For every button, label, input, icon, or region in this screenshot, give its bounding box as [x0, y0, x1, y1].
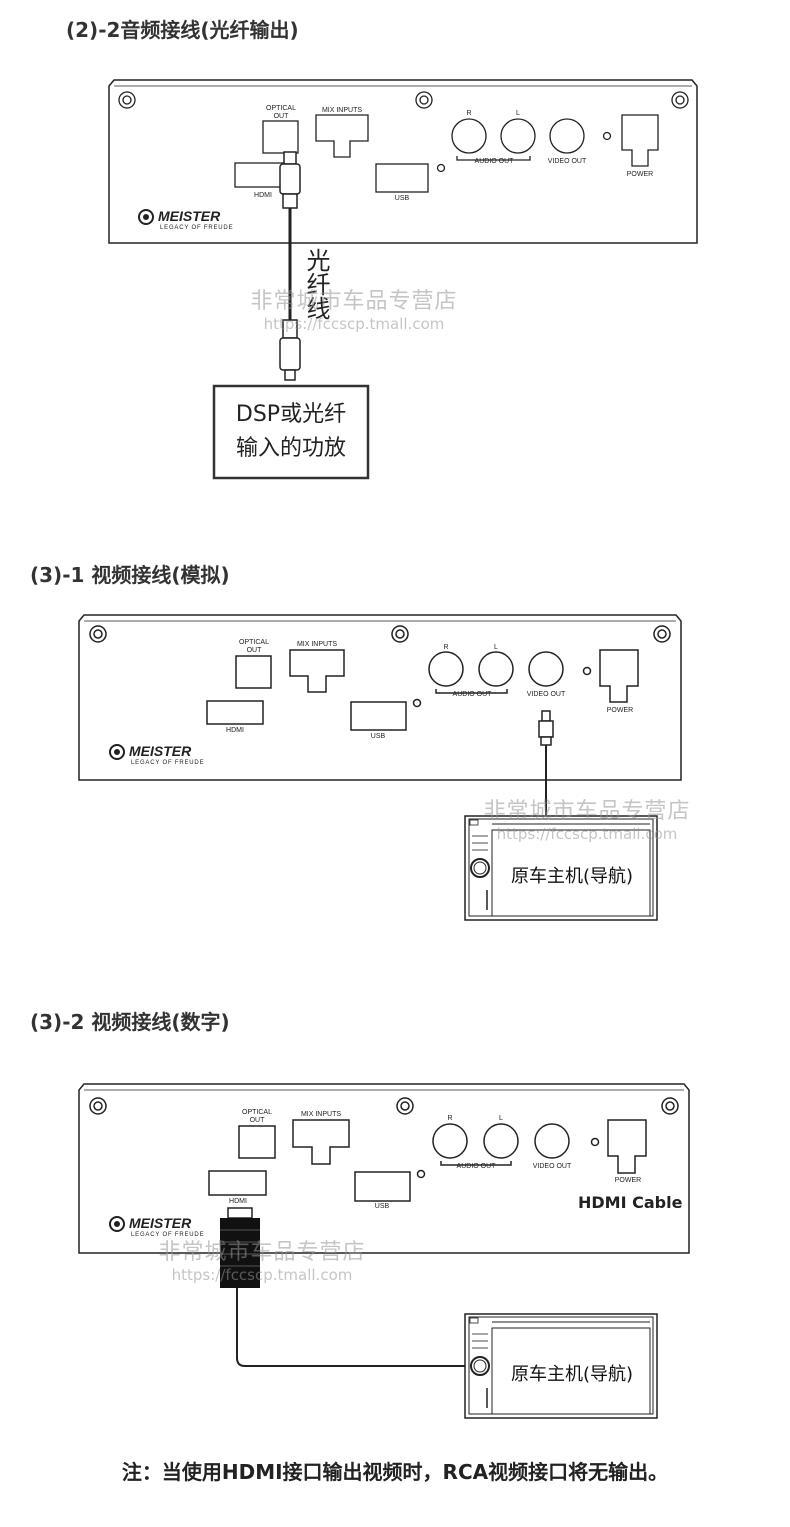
svg-text:POWER: POWER [607, 707, 633, 714]
svg-text:USB: USB [371, 733, 386, 740]
svg-text:OPTICAL: OPTICAL [242, 1109, 272, 1116]
hdmi-label: HDMI [254, 192, 272, 199]
mix-inputs-label: MIX INPUTS [322, 107, 362, 114]
footnote: 注：当使用HDMI接口输出视频时，RCA视频接口将无输出。 [121, 1460, 669, 1484]
rca-plug [538, 710, 554, 746]
watermark-1: 非常城市车品专营店 https://fccscp.tmall.com [250, 289, 458, 333]
panel-body [108, 79, 698, 244]
amp-box-line-2: 输入的功放 [235, 436, 346, 461]
meister-logo-2: MEISTER LEGACY OF FREUDE [109, 743, 204, 766]
svg-text:MIX INPUTS: MIX INPUTS [297, 641, 337, 648]
svg-text:VIDEO OUT: VIDEO OUT [527, 691, 566, 698]
svg-text:OPTICAL: OPTICAL [239, 639, 269, 646]
optical-cable-lower [212, 260, 370, 480]
svg-text:LEGACY OF FREUDE: LEGACY OF FREUDE [160, 225, 233, 231]
svg-text:R: R [447, 1115, 452, 1122]
amp-box-label: DSP或光纤 输入的功放 [214, 398, 368, 466]
hdmi-cable-label: HDMI Cable [578, 1193, 683, 1212]
head-unit-digital [464, 1313, 658, 1419]
svg-text:R: R [443, 644, 448, 651]
head-unit-analog [464, 815, 658, 921]
optical-plug-top [279, 151, 301, 209]
head-unit-label-digital: 原车主机(导航) [511, 1364, 634, 1385]
svg-text:L: L [499, 1115, 503, 1122]
video-out-label: VIDEO OUT [548, 158, 587, 165]
optical-plug-bottom [279, 319, 301, 381]
optical-out-label-1: OPTICAL [266, 105, 296, 112]
amplifier-panel-analog: OPTICAL OUT MIX INPUTS HDMI USB R L AUDI… [78, 614, 682, 921]
meister-logo-3: MEISTER LEGACY OF FREUDE [109, 1215, 204, 1238]
amp-box-line-1: DSP或光纤 [235, 402, 347, 427]
svg-text:MEISTER: MEISTER [129, 1215, 192, 1231]
watermark-3: 非常城市车品专营店 https://fccscp.tmall.com [158, 1240, 366, 1284]
svg-text:POWER: POWER [615, 1177, 641, 1184]
svg-text:AUDIO OUT: AUDIO OUT [453, 691, 493, 698]
svg-text:USB: USB [375, 1203, 390, 1210]
svg-text:MIX INPUTS: MIX INPUTS [301, 1111, 341, 1118]
svg-text:HDMI: HDMI [226, 727, 244, 734]
section-title-analog: (3)-1 视频接线(模拟) [30, 563, 230, 587]
amplifier-panel-optical: OPTICAL OUT MIX INPUTS HDMI USB R L AUDI… [108, 79, 698, 260]
meister-logo: MEISTER LEGACY OF FREUDE [138, 208, 233, 231]
hdmi-plug [220, 1207, 260, 1288]
svg-text:HDMI: HDMI [229, 1198, 247, 1205]
head-unit-label-analog: 原车主机(导航) [511, 866, 634, 887]
svg-text:OUT: OUT [247, 647, 263, 654]
svg-text:OUT: OUT [250, 1117, 266, 1124]
section-title-optical: (2)-2音频接线(光纤输出) [66, 18, 299, 42]
power-label: POWER [627, 171, 653, 178]
hdmi-cable [236, 1288, 470, 1367]
svg-text:LEGACY OF FREUDE: LEGACY OF FREUDE [131, 760, 204, 766]
svg-text:MEISTER: MEISTER [158, 208, 221, 224]
svg-text:AUDIO OUT: AUDIO OUT [457, 1163, 497, 1170]
r-label: R [466, 110, 471, 117]
optical-out-label-2: OUT [274, 113, 290, 120]
svg-text:LEGACY OF FREUDE: LEGACY OF FREUDE [131, 1232, 204, 1238]
svg-text:MEISTER: MEISTER [129, 743, 192, 759]
optical-cable-label: 光纤线 [302, 248, 330, 320]
amp-box [212, 384, 370, 480]
usb-label: USB [395, 195, 410, 202]
l-label: L [516, 110, 520, 117]
audio-out-label: AUDIO OUT [475, 158, 515, 165]
svg-text:VIDEO OUT: VIDEO OUT [533, 1163, 572, 1170]
watermark-2: 非常城市车品专营店 https://fccscp.tmall.com [483, 799, 691, 843]
section-title-digital: (3)-2 视频接线(数字) [30, 1010, 230, 1034]
svg-text:L: L [494, 644, 498, 651]
amplifier-panel-digital: OPTICAL OUT MIX INPUTS HDMI USB R L AUDI… [78, 1083, 690, 1419]
